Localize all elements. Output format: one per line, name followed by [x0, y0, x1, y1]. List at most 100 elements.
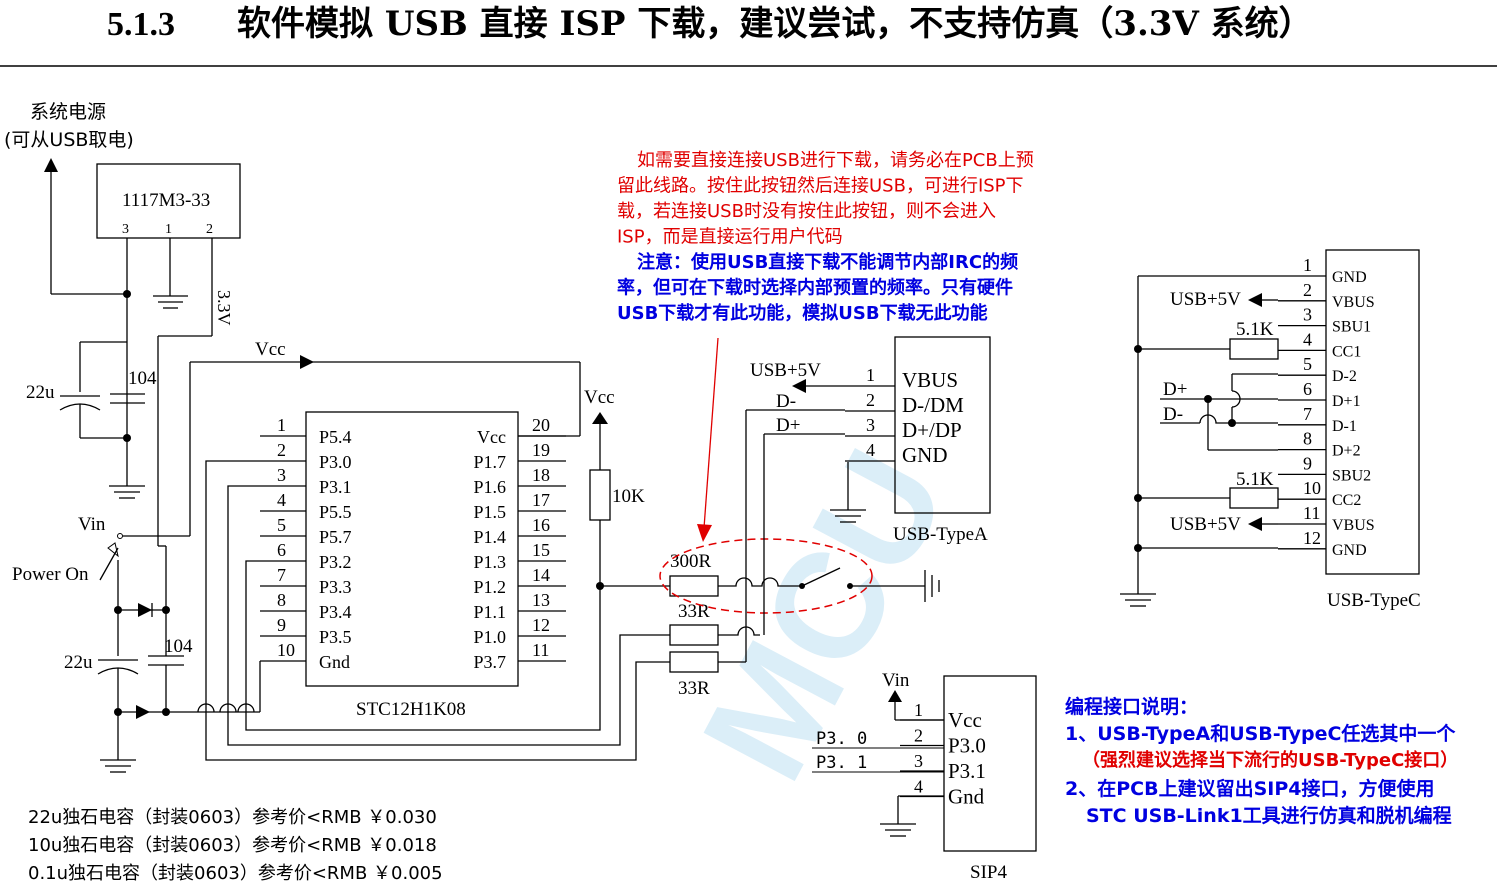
mcu-left-pin-name: P3.1	[319, 477, 352, 497]
sip4-pin-name: Vcc	[948, 708, 982, 732]
price-line-1: 22u独石电容（封装0603）参考价<RMB ￥0.030	[28, 807, 437, 828]
reg-pin3: 3	[122, 222, 129, 237]
cc1-resistor	[1229, 338, 1279, 360]
ground-icon	[1120, 593, 1156, 607]
usb-a-pin-name: GND	[902, 443, 948, 467]
cc1-res-label: 5.1K	[1236, 319, 1274, 340]
usb-c-dminus-label: D-	[1163, 404, 1183, 425]
vin-label: Vin	[78, 514, 106, 535]
vcc-isp-arrow-icon	[592, 412, 608, 424]
cc2-resistor	[1229, 487, 1279, 509]
mcu-right-pin-number: 19	[532, 440, 550, 460]
mcu-right-pin-number: 13	[532, 590, 550, 610]
usb-c-pin-name: D-1	[1332, 418, 1357, 435]
cap-22u-2-label: 22u	[64, 652, 93, 673]
usb-c-pin-name: D+1	[1332, 393, 1361, 410]
usb-c-pin-name: D+2	[1332, 443, 1361, 460]
power-switch-icon	[99, 542, 119, 610]
mcu-right-pin-name: P3.7	[473, 652, 506, 672]
usb-typea-label: USB-TypeA	[893, 524, 988, 545]
mcu-left-pin-number: 8	[277, 590, 286, 610]
sip4-connector	[943, 675, 1037, 852]
usb-a-pin-number: 3	[866, 415, 875, 435]
section-number: 5.1.3	[107, 6, 175, 43]
ground-icon	[924, 570, 940, 602]
system-power-label: 系统电源	[30, 101, 106, 123]
usb-typec-connector	[1325, 249, 1420, 575]
usb-c-5v-top-label: USB+5V	[1170, 289, 1241, 310]
mcu-left-pin-name: P3.0	[319, 452, 352, 472]
pullup-resistor	[589, 469, 611, 521]
prog-title: 编程接口说明：	[1065, 695, 1198, 718]
usb-a-5v-label: USB+5V	[750, 360, 821, 381]
usb-a-pin-name: D-/DM	[902, 393, 964, 417]
usb-c-pin-number: 6	[1303, 379, 1312, 399]
usb-c-pin-number: 3	[1303, 305, 1312, 325]
sip4-vin-arrow-icon	[888, 690, 902, 702]
usb-c-pin-number: 12	[1303, 528, 1321, 548]
usb-c-pin-number: 10	[1303, 478, 1321, 498]
mcu-right-pin-number: 16	[532, 515, 550, 535]
usb-c-pin-name: SBU1	[1332, 319, 1371, 336]
pullup-label: 10K	[612, 486, 645, 507]
regulator-1117	[96, 163, 241, 239]
mcu-right-pin-name: P1.6	[473, 477, 506, 497]
red-note-line: 留此线路。按住此按钮然后连接USB，可进行ISP下	[617, 176, 1024, 197]
prog-item-2b: STC USB-Link1工具进行仿真和脱机编程	[1086, 804, 1452, 827]
prog-item-1-red: （强烈建议选择当下流行的USB-TypeC接口）	[1082, 749, 1458, 771]
sip4-pin-name: P3.1	[948, 759, 986, 783]
mcu-left-pin-number: 4	[277, 490, 286, 510]
mcu-left-pin-number: 7	[277, 565, 286, 585]
vcc-label: Vcc	[255, 339, 286, 360]
usb-c-pin-name: SBU2	[1332, 467, 1371, 484]
usb-typec-label: USB-TypeC	[1327, 590, 1421, 611]
usb-c-pin-number: 9	[1303, 453, 1312, 473]
mcu-left-pin-number: 1	[277, 415, 286, 435]
r33b-label: 33R	[678, 678, 710, 699]
mcu-right-pin-name: P1.5	[473, 502, 506, 522]
prog-item-1: 1、USB-TypeA和USB-TypeC任选其中一个	[1065, 722, 1456, 745]
cap-104-2-label: 104	[164, 636, 193, 657]
prog-item-2: 2、在PCB上建议留出SIP4接口，方便使用	[1065, 777, 1434, 800]
reg-pin1: 1	[165, 222, 172, 237]
usb-c-5v-bottom-arrow-icon	[1248, 517, 1262, 531]
usb-c-pin-number: 4	[1303, 329, 1312, 349]
sip4-pin-name: P3.0	[948, 734, 986, 758]
mcu-right-pin-number: 18	[532, 465, 550, 485]
mcu-left-pin-number: 9	[277, 615, 286, 635]
usb-a-pin-name: D+/DP	[902, 418, 962, 442]
mcu-left-pin-name: P3.4	[319, 602, 352, 622]
usb-a-pin-number: 1	[866, 365, 875, 385]
ground-icon	[153, 295, 188, 309]
mcu-right-pin-number: 17	[532, 490, 550, 510]
sip4-pin-number: 3	[914, 751, 923, 771]
gnd-arrow-icon	[136, 705, 150, 719]
blue-note-line: 率，但可在下载时选择内部预置的频率。只有硬件	[617, 277, 1013, 299]
mcu-left-pin-number: 5	[277, 515, 286, 535]
mcu-right-pin-name: P1.2	[473, 577, 506, 597]
mcu-right-pin-name: P1.1	[473, 602, 506, 622]
sip4-label: SIP4	[970, 862, 1007, 883]
mcu-left-pin-name: P5.4	[319, 427, 352, 447]
sip4-net-p31: P3. 1	[816, 753, 867, 773]
mcu-right-pin-number: 14	[532, 565, 550, 585]
power-arrow-icon	[44, 158, 58, 172]
usb-a-pin-number: 2	[866, 390, 875, 410]
ground-icon	[830, 509, 866, 523]
mcu-left-pin-name: P3.5	[319, 627, 352, 647]
usb-c-5v-bottom-label: USB+5V	[1170, 514, 1241, 535]
ground-icon	[109, 485, 145, 499]
mcu-left-pin-name: P5.5	[319, 502, 352, 522]
mcu-left-pin-number: 2	[277, 440, 286, 460]
r33a-label: 33R	[678, 601, 710, 622]
power-on-label: Power On	[12, 564, 89, 585]
usb-c-pin-number: 7	[1303, 404, 1312, 424]
sip4-pin-number: 2	[914, 726, 923, 746]
mcu-left-pin-name: P3.3	[319, 577, 352, 597]
diode-icon	[138, 603, 152, 617]
mcu-left-pin-name: Gnd	[319, 652, 350, 672]
mcu-left-pin-name: P5.7	[319, 527, 352, 547]
resistor-33r-a	[669, 624, 719, 646]
mcu-right-pin-number: 11	[532, 640, 549, 660]
ground-icon	[880, 823, 916, 837]
